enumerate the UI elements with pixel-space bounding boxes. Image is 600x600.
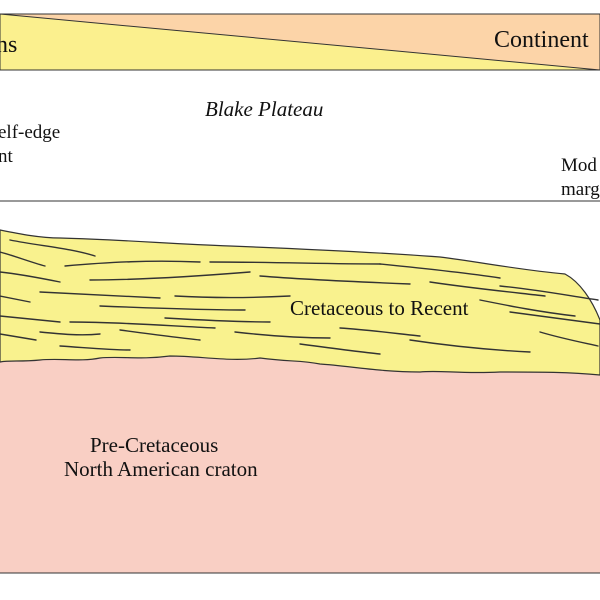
margin-label-2: marg <box>561 179 600 200</box>
sediment-layer <box>0 229 600 376</box>
stratum-line <box>409 339 531 353</box>
plateau-label: Blake Plateau <box>205 97 323 121</box>
stratum-line <box>174 295 291 299</box>
sediment-strata <box>0 239 600 355</box>
stratum-line <box>89 271 251 281</box>
stratum-line <box>379 263 501 279</box>
top-banner-peach <box>0 13 600 71</box>
stratum-line <box>0 251 46 267</box>
header-right-text: Continent <box>494 27 589 53</box>
stratum-line <box>339 327 421 337</box>
stratum-line <box>64 260 201 267</box>
stratum-line <box>539 331 599 347</box>
stratum-line <box>479 299 576 317</box>
craton-layer <box>0 350 600 573</box>
margin-label-1: Mod <box>561 155 597 176</box>
stratum-line <box>234 331 331 339</box>
stratum-line <box>0 315 61 323</box>
stratum-line <box>429 281 546 297</box>
shelf-edge-label-2: nt <box>0 146 14 167</box>
stratum-line <box>299 343 381 355</box>
shelf-edge-label-1: elf-edge <box>0 122 60 143</box>
sediment-label: Cretaceous to Recent <box>290 296 469 320</box>
craton-label-2: North American craton <box>64 457 258 481</box>
header-left-text: ns <box>0 32 17 58</box>
stratum-line <box>509 311 600 325</box>
stratum-line <box>0 295 31 303</box>
stratum-line <box>119 329 201 341</box>
stratum-line <box>259 275 411 285</box>
stratum-line <box>39 291 161 299</box>
stratum-line <box>164 317 271 323</box>
stratum-line <box>99 305 246 311</box>
craton-label-1: Pre-Cretaceous <box>90 433 218 457</box>
stratum-line <box>59 345 131 351</box>
stratum-line <box>69 321 216 329</box>
stratum-line <box>499 285 599 301</box>
stratum-line <box>0 271 61 283</box>
stratum-line <box>0 333 37 341</box>
stratum-line <box>9 239 96 257</box>
stratum-line <box>209 261 381 265</box>
stratum-line <box>39 331 101 336</box>
